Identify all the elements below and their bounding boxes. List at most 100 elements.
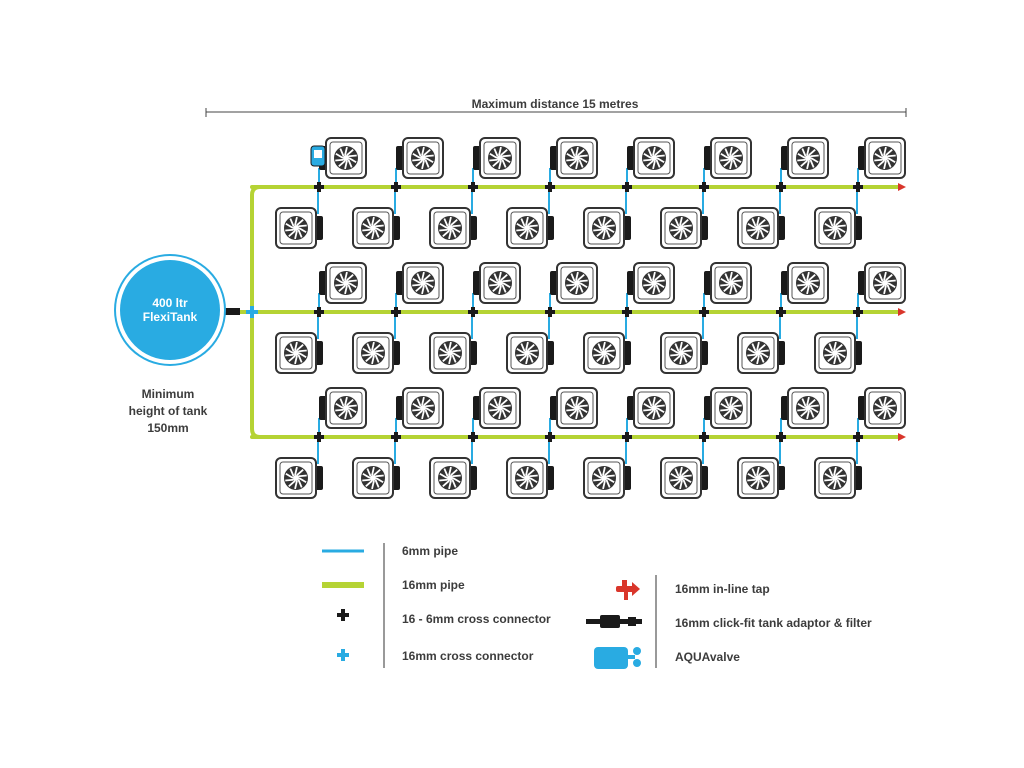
bottom-row-1-fan-blade (602, 355, 606, 365)
top-row-1-fan-blade (810, 279, 819, 283)
bottom-row-0-fan-blade (597, 218, 603, 227)
top-row-0-fan-blade (492, 160, 500, 167)
bottom-row-0-fan-blade (602, 230, 606, 240)
bottom-row-0-fan-hub (370, 225, 376, 231)
bottom-row-2-fan-blade (527, 469, 535, 476)
top-row-0-fan-blade (731, 149, 739, 156)
top-row-2-fan-blade (348, 404, 357, 408)
top-row-0-fan-hub (805, 155, 811, 161)
bottom-row-0-fan-blade (756, 216, 760, 226)
bottom-row-2-fan-blade (605, 479, 611, 488)
legend-6mm-pipe-label: 6mm pipe (402, 544, 459, 558)
top-row-2-fan-blade (886, 409, 892, 418)
top-row-1-fan-blade (877, 285, 885, 292)
top-row-1-fan-blade (652, 271, 656, 281)
bottom-row-1-fan-blade (285, 347, 294, 354)
bottom-row-2-fan-blade (371, 480, 375, 490)
bottom-row-0-fan-blade (670, 222, 679, 229)
bottom-row-0-fan-blade (827, 230, 835, 237)
top-row-0-fan-blade (566, 152, 575, 159)
bottom-row-1-fan-blade (674, 343, 680, 352)
top-row-2-fan-blade (656, 404, 665, 408)
top-row-1-fan-blade (338, 285, 346, 292)
bottom-row-1-fan-blade (298, 349, 307, 353)
bottom-row-1-fan-blade (756, 341, 760, 351)
bottom-row-0-fan-blade (682, 229, 688, 238)
bottom-row-1-fan-blade (439, 347, 448, 354)
top-row-2-fan-blade (339, 398, 345, 407)
bottom-row-1-fan-blade (683, 349, 692, 353)
top-row-0-fan-blade (797, 152, 806, 159)
top-row-1-fan-blade (655, 284, 661, 293)
bottom-row-0-fan-blade (450, 219, 458, 226)
bottom-row-0-fan-blade (670, 228, 679, 232)
top-row-1-fan-blade (575, 271, 579, 281)
top-row-2-fan-blade (733, 404, 742, 408)
top-row-1-fan-blade (423, 274, 431, 281)
bottom-row-2-fan-blade (519, 480, 527, 487)
bottom-row-1-fan-blade (365, 355, 373, 362)
bottom-row-1-fan-blade (747, 353, 756, 357)
bottom-row-0-fan-blade (439, 228, 448, 232)
top-row-1-fan-hub (805, 280, 811, 286)
bottom-row-1-fan-blade (362, 353, 371, 357)
bottom-row-2-fan-blade (679, 466, 683, 476)
top-row-0-fan-blade (878, 148, 884, 157)
bottom-row-1-fan-blade (827, 355, 835, 362)
top-row-0-fan-blade (338, 160, 346, 167)
bottom-row-0-fan-blade (285, 228, 294, 232)
bottom-row-1-fan-blade (760, 349, 769, 353)
bottom-row-0-fan-blade (828, 218, 834, 227)
top-row-1-fan-blade (425, 279, 434, 283)
top-row-1-fan-blade (501, 284, 507, 293)
top-row-1-fan-blade (724, 273, 730, 282)
top-row-0-fan-blade (797, 158, 806, 162)
top-row-1-fan-hub (728, 280, 734, 286)
cross-16-6mm-connector (779, 432, 783, 442)
cross-16-6mm-connector (702, 432, 706, 442)
distance-label: Maximum distance 15 metres (471, 97, 639, 111)
cross-16-6mm-connector (317, 307, 321, 317)
top-row-2-fan-blade (493, 398, 499, 407)
top-row-2-fan-blade (810, 404, 819, 408)
top-row-0-fan-blade (723, 160, 731, 167)
top-row-0-fan-blade (500, 149, 508, 156)
bottom-row-1-fan-blade (289, 343, 295, 352)
top-row-2-fan-hub (882, 405, 888, 411)
top-row-2-fan-blade (415, 410, 423, 417)
bottom-row-2-fan-blade (365, 480, 373, 487)
bottom-row-1-fan-blade (837, 352, 846, 359)
top-row-1-fan-blade (344, 285, 348, 295)
top-row-1-fan-blade (579, 282, 588, 289)
top-row-0-fan-blade (344, 146, 348, 156)
top-row-0-fan-blade (569, 160, 577, 167)
bottom-row-1-fan-blade (519, 355, 527, 362)
top-row-2-fan-blade (424, 409, 430, 418)
top-row-0-fan-blade (575, 146, 579, 156)
bottom-row-0-fan-blade (288, 230, 296, 237)
top-row-1-fan-blade (797, 283, 806, 287)
bottom-row-0-fan-blade (294, 216, 298, 226)
cross-16-6mm-connector (779, 307, 783, 317)
bottom-row-2-fan-blade (371, 466, 375, 476)
cross-16-6mm-connector (702, 182, 706, 192)
top-row-0-fan-blade (883, 160, 887, 170)
top-row-2-fan-blade (566, 402, 575, 409)
top-row-0-fan-blade (886, 159, 892, 168)
bottom-row-0-fan-blade (606, 227, 615, 234)
bottom-row-0-fan-blade (365, 230, 373, 237)
bottom-row-0-fan-blade (528, 229, 534, 238)
bottom-row-2-fan-blade (525, 480, 529, 490)
top-row-0-fan-blade (724, 148, 730, 157)
bottom-row-2-fan-blade (285, 478, 294, 482)
bottom-row-1-fan-blade (285, 353, 294, 357)
bottom-row-1-fan-blade (606, 349, 615, 353)
top-row-2-fan-blade (720, 402, 729, 409)
top-row-2-fan-blade (655, 409, 661, 418)
bottom-row-1-fan-blade (606, 352, 615, 359)
top-row-1-fan-blade (415, 285, 423, 292)
bottom-row-1-fan-blade (450, 344, 458, 351)
legend-cross-16-label: 16mm cross connector (402, 649, 534, 663)
bottom-row-2-fan-blade (682, 479, 688, 488)
